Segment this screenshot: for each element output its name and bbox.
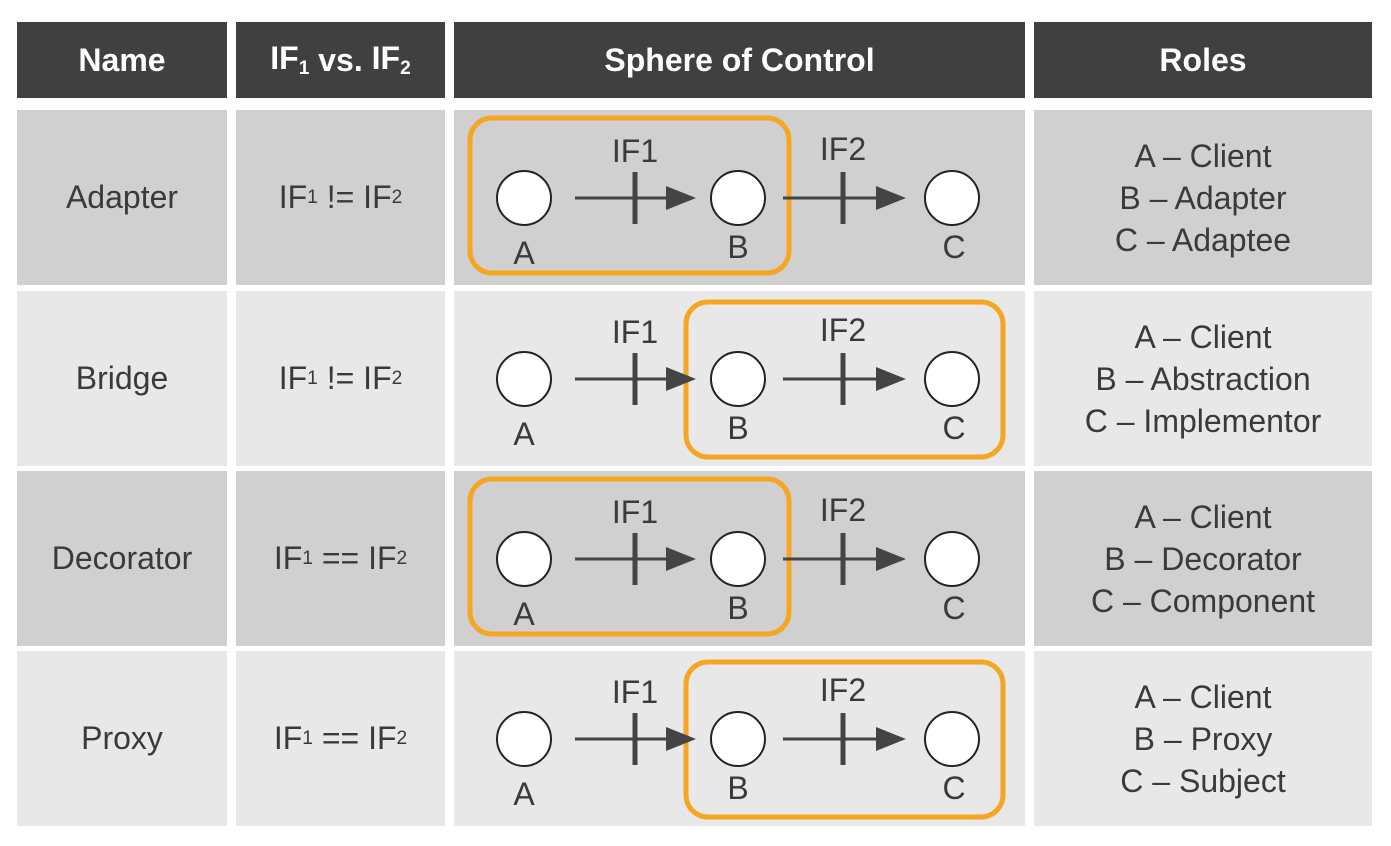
role-item: C – Subject bbox=[1120, 762, 1286, 799]
role-item: B – Decorator bbox=[1104, 540, 1302, 577]
sphere-svg: IF1 IF2 A B C bbox=[496, 299, 1006, 460]
node-c bbox=[924, 351, 980, 407]
header-vs: vs. bbox=[309, 41, 372, 78]
header-if-comparison: IF1 vs. IF2 bbox=[236, 22, 445, 98]
label-b: B bbox=[727, 229, 748, 265]
node-c bbox=[924, 170, 980, 226]
role-item: B – Abstraction bbox=[1095, 360, 1311, 397]
role-item: C – Implementor bbox=[1084, 402, 1322, 439]
node-a bbox=[496, 531, 552, 587]
if2-label: IF2 bbox=[820, 312, 866, 348]
role-item: B – Adapter bbox=[1119, 179, 1287, 216]
label-c: C bbox=[942, 410, 965, 446]
roles-list: A – Client B – Decorator C – Component bbox=[1034, 471, 1372, 646]
node-c bbox=[924, 711, 980, 767]
if2-label: IF2 bbox=[820, 492, 866, 528]
sphere-svg: IF1 IF2 A B C bbox=[467, 476, 980, 637]
pattern-name: Bridge bbox=[17, 291, 227, 466]
sphere-of-control-box bbox=[467, 476, 792, 637]
sphere-diagram: IF1 IF2 A B C bbox=[454, 110, 1025, 285]
pattern-name: Decorator bbox=[17, 471, 227, 646]
label-b: B bbox=[727, 410, 748, 446]
label-b: B bbox=[727, 770, 748, 806]
node-c bbox=[924, 531, 980, 587]
header-name: Name bbox=[17, 22, 227, 98]
roles-list: A – Client B – Abstraction C – Implement… bbox=[1034, 291, 1372, 466]
label-a: A bbox=[513, 596, 535, 632]
sphere-svg: IF1 IF2 A B C bbox=[496, 659, 1006, 820]
pattern-name: Adapter bbox=[17, 110, 227, 285]
role-item: C – Component bbox=[1090, 582, 1316, 619]
role-item: A – Client bbox=[1134, 318, 1272, 355]
role-item: A – Client bbox=[1134, 137, 1272, 174]
if1-label: IF1 bbox=[612, 314, 658, 350]
sphere-svg: IF1 IF2 A B C bbox=[467, 115, 980, 276]
if1-label: IF1 bbox=[612, 674, 658, 710]
node-a bbox=[496, 351, 552, 407]
role-item: A – Client bbox=[1134, 498, 1272, 535]
node-a bbox=[496, 170, 552, 226]
sphere-diagram: IF1 IF2 A B C bbox=[454, 471, 1025, 646]
node-b bbox=[710, 711, 766, 767]
label-b: B bbox=[727, 590, 748, 626]
header-if1: IF1 bbox=[270, 40, 310, 79]
header-if2: IF2 bbox=[371, 40, 411, 79]
role-item: B – Proxy bbox=[1133, 720, 1273, 757]
header-roles: Roles bbox=[1034, 22, 1372, 98]
node-b bbox=[710, 351, 766, 407]
roles-list: A – Client B – Adapter C – Adaptee bbox=[1034, 110, 1372, 285]
node-b bbox=[710, 531, 766, 587]
sphere-of-control-box bbox=[467, 115, 792, 276]
sphere-diagram: IF1 IF2 A B C bbox=[454, 291, 1025, 466]
header-sphere: Sphere of Control bbox=[454, 22, 1025, 98]
role-item: C – Adaptee bbox=[1114, 221, 1292, 258]
label-c: C bbox=[942, 590, 965, 626]
role-item: A – Client bbox=[1134, 678, 1272, 715]
label-a: A bbox=[513, 776, 535, 812]
sphere-diagram: IF1 IF2 A B C bbox=[454, 651, 1025, 826]
label-a: A bbox=[513, 416, 535, 452]
if1-label: IF1 bbox=[612, 133, 658, 169]
node-a bbox=[496, 711, 552, 767]
node-b bbox=[710, 170, 766, 226]
if2-label: IF2 bbox=[820, 672, 866, 708]
if1-label: IF1 bbox=[612, 494, 658, 530]
roles-list: A – Client B – Proxy C – Subject bbox=[1034, 651, 1372, 826]
label-c: C bbox=[942, 229, 965, 265]
label-a: A bbox=[513, 235, 535, 271]
if2-label: IF2 bbox=[820, 131, 866, 167]
pattern-name: Proxy bbox=[17, 651, 227, 826]
label-c: C bbox=[942, 770, 965, 806]
